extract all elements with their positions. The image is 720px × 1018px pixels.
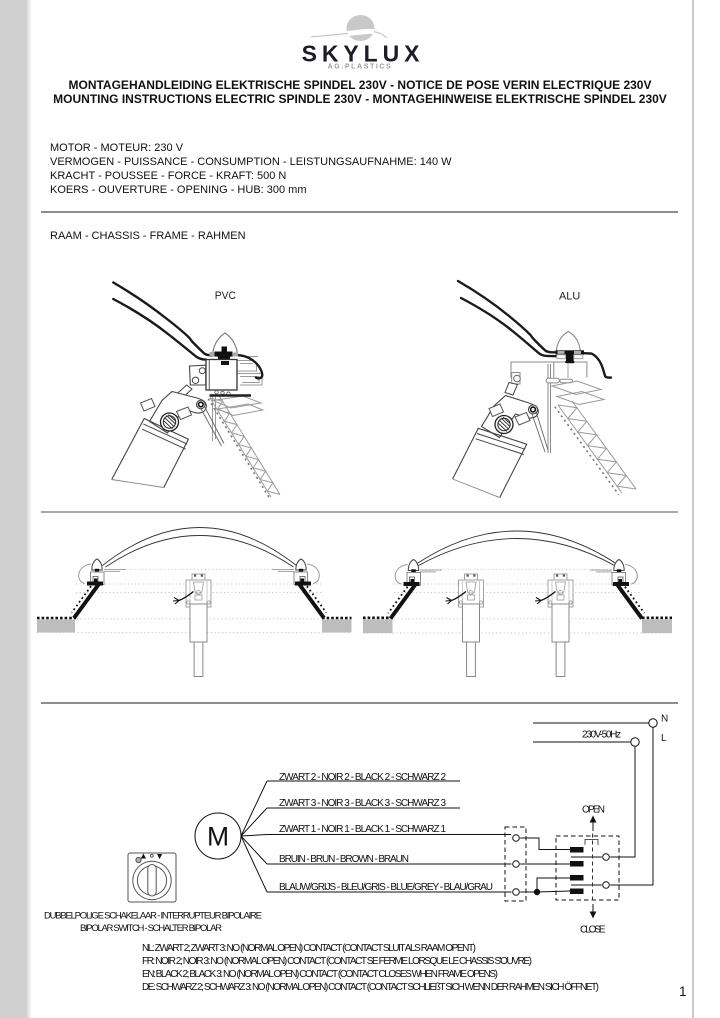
- svg-text:BIPOLAR SWITCH - SCHALTER BIPO: BIPOLAR SWITCH - SCHALTER BIPOLAR: [80, 923, 222, 934]
- svg-text:BLAUW/GRIJS - BLEU/GRIS - BLUE: BLAUW/GRIJS - BLEU/GRIS - BLUE/GREY - BL…: [279, 882, 493, 893]
- svg-text:PVC: PVC: [215, 290, 236, 302]
- svg-text:ZWART 3 - NOIR 3 - BLACK 3 - S: ZWART 3 - NOIR 3 - BLACK 3 - SCHWARZ 3: [279, 798, 446, 809]
- svg-text:DE: SCHWARZ 2; SCHWARZ 3: NO (: DE: SCHWARZ 2; SCHWARZ 3: NO (NORMAL OPE…: [142, 981, 599, 993]
- svg-text:ALU: ALU: [559, 291, 580, 303]
- svg-text:FR: NOIR 2; NOIR 3: NO (NORMAL: FR: NOIR 2; NOIR 3: NO (NORMAL OPEN) CON…: [142, 956, 532, 967]
- svg-text:ZWART 1 - NOIR 1 - BLACK 1 - S: ZWART 1 - NOIR 1 - BLACK 1 - SCHWARZ 1: [279, 824, 446, 835]
- svg-text:N: N: [661, 714, 668, 725]
- svg-text:OPEN: OPEN: [582, 805, 605, 816]
- svg-text:1: 1: [679, 984, 687, 999]
- svg-text:L: L: [661, 733, 667, 744]
- svg-text:ZWART 2 - NOIR 2 - BLACK 2 - S: ZWART 2 - NOIR 2 - BLACK 2 - SCHWARZ 2: [279, 772, 446, 783]
- svg-text:230V-50Hz: 230V-50Hz: [582, 730, 621, 741]
- svg-text:SKYLUX: SKYLUX: [302, 41, 425, 67]
- svg-text:AG.PLASTICS: AG.PLASTICS: [328, 64, 393, 71]
- svg-text:BRUIN - BRUN - BROWN - BRAUN: BRUIN - BRUN - BROWN - BRAUN: [279, 854, 409, 865]
- svg-text:CLOSE: CLOSE: [580, 925, 606, 936]
- svg-text:EN: BLACK 2; BLACK 3: NO (NORM: EN: BLACK 2; BLACK 3: NO (NORMAL OPEN) C…: [142, 969, 498, 980]
- svg-text:DUBBELPOLIGE SCHAKELAAR - INTE: DUBBELPOLIGE SCHAKELAAR - INTERRUPTEUR B…: [44, 911, 262, 922]
- svg-text:NL: ZWART 2; ZWART 3: NO (NORM: NL: ZWART 2; ZWART 3: NO (NORMAL OPEN) C…: [142, 943, 476, 954]
- svg-text:M: M: [207, 822, 229, 852]
